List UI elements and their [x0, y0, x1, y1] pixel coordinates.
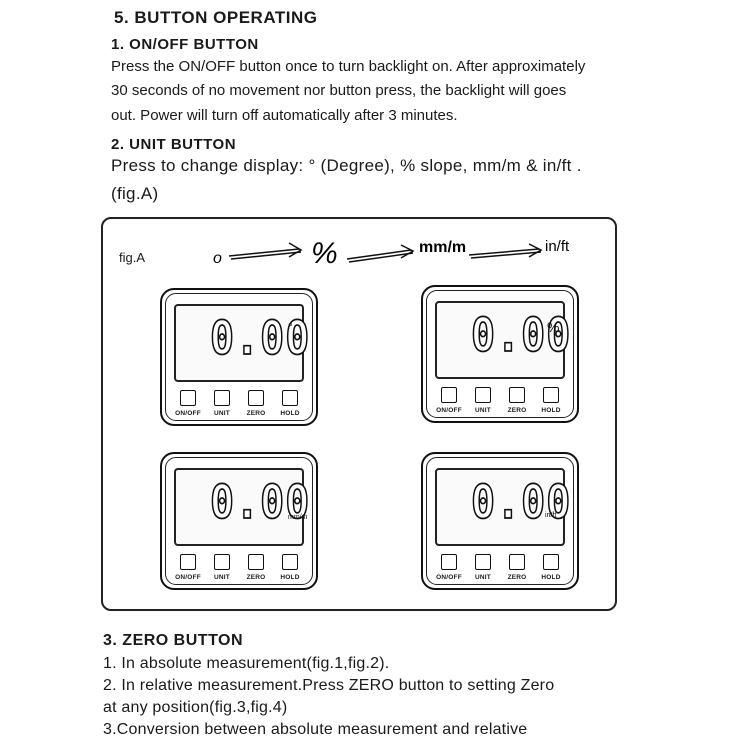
section-title: 5. BUTTON OPERATING: [114, 8, 318, 27]
onoff-line-1: Press the ON/OFF button once to turn bac…: [111, 58, 586, 75]
unit-button[interactable]: UNIT: [467, 554, 499, 581]
button-row: ON/OFF UNIT ZERO HOLD: [172, 554, 308, 584]
zero-section-title: 3. ZERO BUTTON: [103, 632, 244, 649]
device-mm-m: 0.00 mm/m ON/OFF UNIT ZERO HOLD: [160, 452, 318, 590]
hold-button[interactable]: HOLD: [274, 554, 306, 581]
unit-button[interactable]: UNIT: [467, 387, 499, 414]
seq-in-ft: in/ft: [545, 238, 570, 255]
zero-button[interactable]: ZERO: [501, 554, 533, 581]
zero-line-2: 2. In relative measurement.Press ZERO bu…: [103, 677, 555, 694]
arrow-1-icon: [228, 242, 303, 260]
lcd-reading: 0.00: [209, 476, 311, 531]
figure-a-box: fig.A o % mm/m in/ft 0.00 ° ON/OFF UNIT: [101, 217, 617, 611]
device-degree: 0.00 ° ON/OFF UNIT ZERO HOLD: [160, 288, 318, 426]
hold-button[interactable]: HOLD: [535, 387, 567, 414]
onoff-button[interactable]: ON/OFF: [172, 554, 204, 581]
unit-button[interactable]: UNIT: [206, 554, 238, 581]
lcd-screen: 0.00 mm/m: [174, 468, 310, 546]
onoff-button[interactable]: ON/OFF: [433, 387, 465, 414]
onoff-heading: 1. ON/OFF BUTTON: [111, 36, 259, 53]
unit-button[interactable]: UNIT: [206, 390, 238, 417]
zero-line-4: 3.Conversion between absolute measuremen…: [103, 721, 528, 738]
lcd-unit: mm/m: [288, 514, 308, 521]
arrow-3-icon: [468, 243, 543, 259]
onoff-line-2: 30 seconds of no movement nor button pre…: [111, 82, 567, 99]
onoff-line-3: out. Power will turn off automatically a…: [111, 107, 458, 124]
lcd-reading: 0.00: [209, 312, 311, 367]
lcd-screen: 0.00 %: [435, 301, 571, 379]
unit-line-1: Press to change display: ° (Degree), % s…: [111, 156, 582, 175]
lcd-unit: °: [288, 320, 293, 334]
lcd-reading: 0.00: [470, 476, 572, 531]
lcd-unit: in/ft: [545, 512, 557, 519]
seq-degree: o: [213, 250, 222, 267]
lcd-screen: 0.00 in/ft: [435, 468, 571, 546]
unit-heading: 2. UNIT BUTTON: [111, 136, 237, 153]
unit-line-2: (fig.A): [111, 184, 159, 203]
arrow-2-icon: [346, 244, 415, 263]
lcd-screen: 0.00 °: [174, 304, 310, 382]
hold-button[interactable]: HOLD: [535, 554, 567, 581]
lcd-unit: %: [547, 319, 560, 335]
unit-sequence: o % mm/m in/ft: [213, 237, 570, 270]
seq-percent: %: [311, 237, 338, 270]
seq-mm-m: mm/m: [419, 239, 466, 256]
figure-label: fig.A: [119, 250, 146, 265]
lcd-reading: 0.00: [470, 309, 572, 364]
button-row: ON/OFF UNIT ZERO HOLD: [433, 387, 569, 417]
zero-line-3: at any position(fig.3,fig.4): [103, 699, 288, 716]
hold-button[interactable]: HOLD: [274, 390, 306, 417]
zero-button[interactable]: ZERO: [240, 554, 272, 581]
button-row: ON/OFF UNIT ZERO HOLD: [433, 554, 569, 584]
zero-button[interactable]: ZERO: [501, 387, 533, 414]
button-row: ON/OFF UNIT ZERO HOLD: [172, 390, 308, 420]
onoff-button[interactable]: ON/OFF: [172, 390, 204, 417]
zero-line-1: 1. In absolute measurement(fig.1,fig.2).: [103, 655, 390, 672]
device-in-ft: 0.00 in/ft ON/OFF UNIT ZERO HOLD: [421, 452, 579, 590]
onoff-button[interactable]: ON/OFF: [433, 554, 465, 581]
zero-button[interactable]: ZERO: [240, 390, 272, 417]
device-percent: 0.00 % ON/OFF UNIT ZERO HOLD: [421, 285, 579, 423]
